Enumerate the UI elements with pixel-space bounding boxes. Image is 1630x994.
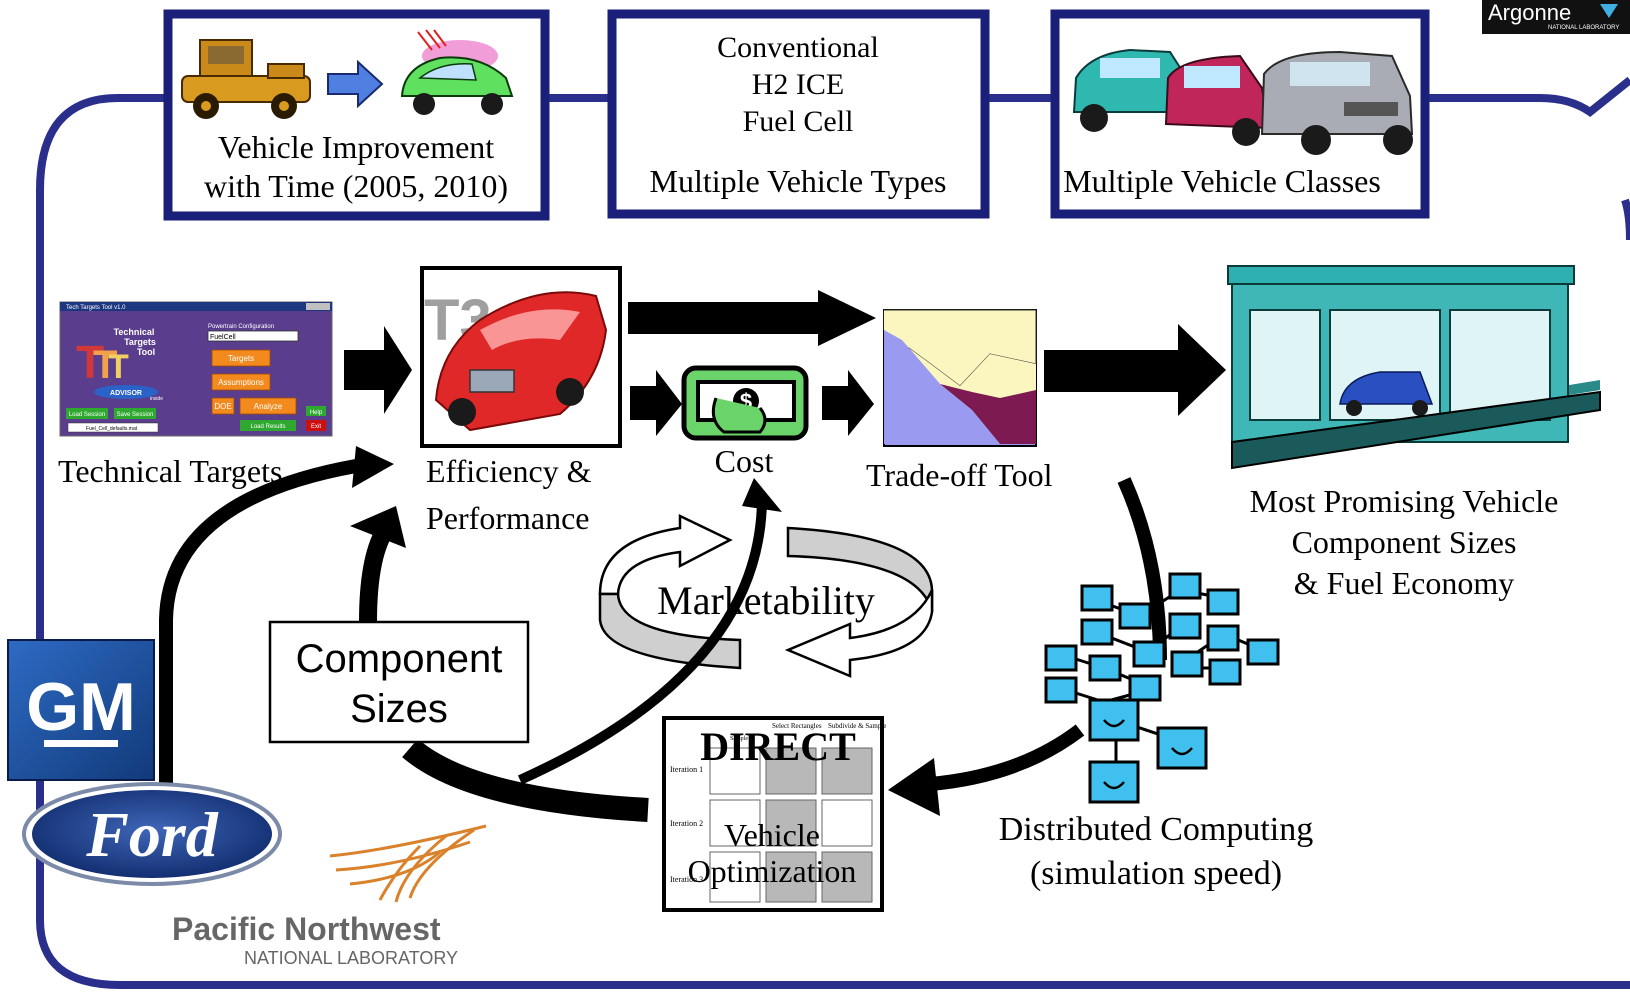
svg-text:FuelCell: FuelCell (210, 334, 236, 341)
minivan-icon (1164, 54, 1270, 146)
svg-text:inside: inside (150, 396, 163, 402)
argonne-logo: Argonne NATIONAL LABORATORY (1482, 0, 1630, 34)
svg-text:NATIONAL LABORATORY: NATIONAL LABORATORY (244, 948, 458, 968)
svg-text:Help: Help (310, 410, 323, 416)
svg-text:T: T (76, 336, 104, 388)
svg-text:Assumptions: Assumptions (218, 378, 264, 387)
svg-text:Load Results: Load Results (250, 424, 285, 430)
svg-text:Vehicle: Vehicle (724, 817, 820, 853)
arrow-efficiency-to-cost (630, 370, 682, 436)
arrow-tradeoff-to-distributed (1117, 477, 1167, 661)
frame-top-segment (545, 76, 1630, 117)
svg-text:Tool: Tool (137, 347, 155, 357)
svg-text:with Time (2005, 2010): with Time (2005, 2010) (204, 168, 508, 204)
svg-text:Ford: Ford (85, 799, 219, 870)
svg-text:Exit: Exit (311, 424, 321, 430)
svg-text:Load Session: Load Session (69, 412, 105, 418)
svg-text:Multiple Vehicle Classes: Multiple Vehicle Classes (1063, 163, 1381, 199)
pnnl-logo: Pacific Northwest NATIONAL LABORATORY (172, 824, 487, 968)
cost-icon: $ (681, 365, 809, 441)
efficiency-label-line2: Performance (426, 500, 589, 536)
vehicle-improvement-box: Vehicle Improvement with Time (2005, 201… (163, 9, 550, 221)
svg-text:Sample: Sample (730, 736, 748, 742)
tech-targets-window: Tech Targets Tool v1.0 Technical Targets… (59, 301, 333, 437)
marketability-label: Marketability (657, 578, 875, 623)
svg-text:Multiple Vehicle Types: Multiple Vehicle Types (650, 163, 947, 199)
svg-text:Targets: Targets (124, 337, 156, 347)
svg-text:Subdivide & Sample: Subdivide & Sample (828, 722, 886, 730)
svg-text:ADVISOR: ADVISOR (110, 390, 142, 397)
arrow-loop-to-targets (159, 459, 358, 790)
distributed-label-line2: (simulation speed) (1030, 855, 1282, 892)
svg-text:Iteration 3: Iteration 3 (670, 875, 703, 884)
svg-text:Iteration 1: Iteration 1 (670, 765, 703, 774)
svg-text:Fuel Cell: Fuel Cell (743, 105, 854, 138)
arrow-optimization-loop (402, 738, 649, 822)
arrow-distributed-to-optimization (929, 724, 1085, 791)
svg-text:Analyze: Analyze (254, 402, 283, 411)
tradeoff-label: Trade-off Tool (866, 457, 1053, 493)
improvement-arrow-icon (327, 59, 384, 109)
ford-logo: Ford (22, 782, 282, 886)
new-car-icon (400, 29, 514, 115)
svg-text:Iteration 2: Iteration 2 (670, 819, 703, 828)
arrow-optimization-to-cost (517, 499, 767, 785)
svg-text:DIRECT: DIRECT (700, 724, 856, 769)
most-promising-line1: Most Promising Vehicle (1250, 483, 1559, 519)
most-promising-line3: & Fuel Economy (1294, 565, 1514, 601)
svg-text:Save Session: Save Session (117, 412, 154, 418)
showroom-icon (1227, 265, 1601, 470)
svg-text:Sizes: Sizes (350, 687, 448, 731)
svg-text:NATIONAL LABORATORY: NATIONAL LABORATORY (1548, 25, 1619, 31)
svg-text:Pacific Northwest: Pacific Northwest (172, 911, 441, 947)
svg-text:T: T (93, 343, 117, 387)
component-sizes-box: Component Sizes (268, 620, 530, 744)
efficiency-label-line1: Efficiency & (426, 453, 592, 489)
vehicle-classes-box: Multiple Vehicle Classes (1050, 9, 1430, 219)
svg-text:Optimization: Optimization (688, 853, 857, 889)
svg-text:Technical: Technical (114, 327, 155, 337)
old-car-icon (181, 39, 311, 119)
distributed-label-line1: Distributed Computing (999, 811, 1314, 848)
arrow-tradeoff-to-result (1044, 324, 1226, 416)
svg-text:Powertrain Configuration: Powertrain Configuration (208, 324, 274, 330)
main-frame (36, 94, 1630, 989)
distributed-network-icon (1044, 572, 1280, 804)
vehicle-types-box: Conventional H2 ICE Fuel Cell Multiple V… (607, 9, 990, 219)
sedan-icon (1072, 48, 1194, 132)
direct-optimization-box: Sample Select Rectangles Subdivide & Sam… (662, 716, 886, 912)
svg-text:GM: GM (26, 669, 136, 745)
most-promising-line2: Component Sizes (1292, 524, 1517, 560)
svg-text:DOE: DOE (214, 402, 231, 411)
frame-right-segment (1621, 198, 1630, 241)
efficiency-box: T3 (420, 266, 622, 448)
svg-text:Vehicle Improvement: Vehicle Improvement (218, 129, 494, 165)
gm-logo: GM (7, 639, 155, 781)
svg-text:Tech Targets Tool v1.0: Tech Targets Tool v1.0 (66, 305, 126, 311)
cost-label: Cost (715, 443, 774, 479)
svg-text:Component: Component (296, 637, 503, 681)
tradeoff-chart (883, 309, 1037, 447)
svg-text:T: T (108, 348, 129, 386)
suv-icon (1260, 50, 1414, 155)
arrow-sizes-to-efficiency (359, 527, 392, 623)
svg-text:Fuel_Cell_defaults.mat: Fuel_Cell_defaults.mat (86, 426, 138, 432)
arrow-targets-to-efficiency (344, 326, 412, 414)
svg-text:Select Rectangles: Select Rectangles (772, 722, 822, 730)
arrow-cost-to-tradeoff (822, 370, 874, 436)
svg-text:H2 ICE: H2 ICE (752, 68, 845, 101)
svg-text:Argonne: Argonne (1488, 0, 1571, 25)
technical-targets-label: Technical Targets (58, 453, 282, 489)
arrow-efficiency-to-tradeoff (628, 290, 876, 346)
svg-text:Conventional: Conventional (717, 31, 879, 64)
svg-text:Targets: Targets (228, 354, 254, 363)
